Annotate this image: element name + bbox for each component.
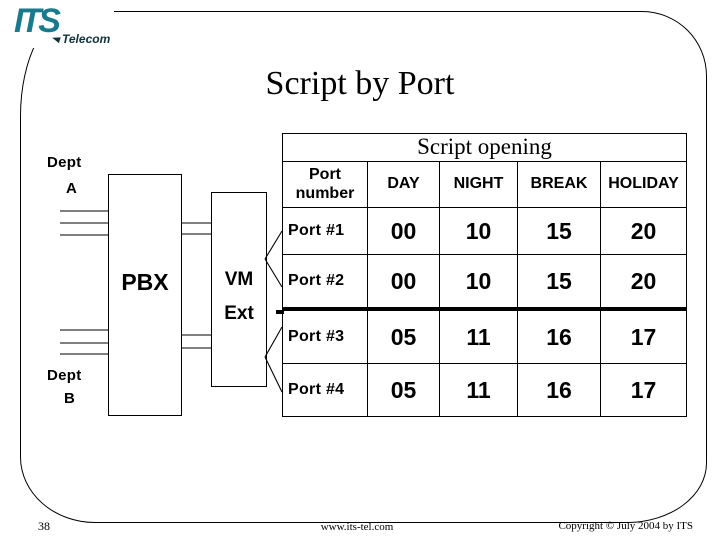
page-title: Script by Port <box>265 65 455 102</box>
ext-label: Ext <box>224 303 254 324</box>
dept-a-label: Dept <box>47 154 82 171</box>
vm-label: VM <box>224 269 254 290</box>
thick-rule-jut <box>276 310 284 314</box>
table-header-row: Port number DAY NIGHT BREAK HOLIDAY <box>282 161 688 208</box>
port-3-holiday: 17 <box>599 308 688 364</box>
logo-arrow-icon <box>51 34 61 44</box>
logo-brand-text: ITS <box>14 2 61 40</box>
pbx-box: PBX <box>108 174 182 416</box>
port-1-holiday: 20 <box>599 207 688 255</box>
port-4-day: 05 <box>367 363 440 417</box>
pbx-label: PBX <box>121 269 169 295</box>
port-3-day: 05 <box>367 308 440 364</box>
port-2-holiday: 20 <box>599 254 688 311</box>
footer-website: www.its-tel.com <box>320 521 394 533</box>
dept-a-letter: A <box>66 180 78 197</box>
table-row-port-4: Port #4 05 11 16 17 <box>282 363 688 417</box>
script-opening-table: Script opening Port number DAY NIGHT BRE… <box>281 133 688 417</box>
port-1-night: 10 <box>439 207 518 255</box>
table-title: Script opening <box>281 133 688 162</box>
port-2-night: 10 <box>439 254 518 311</box>
port-1-label: Port #1 <box>282 207 368 255</box>
table-title-row: Script opening <box>281 133 688 162</box>
its-telecom-logo: ITS Telecom <box>10 2 114 48</box>
vm-ext-box: VM Ext <box>211 192 267 387</box>
port-4-holiday: 17 <box>599 363 688 417</box>
port-2-break: 15 <box>517 254 601 311</box>
port-3-break: 16 <box>517 308 601 364</box>
logo-tagline-text: Telecom <box>62 32 111 46</box>
port-4-night: 11 <box>439 363 518 417</box>
col-header-night: NIGHT <box>439 161 518 208</box>
table-row-port-2: Port #2 00 10 15 20 <box>282 254 688 311</box>
col-header-day: DAY <box>367 161 440 208</box>
col-header-holiday: HOLIDAY <box>599 161 688 208</box>
dept-b-label: Dept <box>47 367 82 384</box>
port-4-label: Port #4 <box>282 363 368 417</box>
table-row-port-3: Port #3 05 11 16 17 <box>282 308 688 364</box>
slide-page-number: 38 <box>38 519 50 533</box>
col-header-port-number: Port number <box>282 161 368 208</box>
port-3-label: Port #3 <box>282 308 368 364</box>
port-3-night: 11 <box>439 308 518 364</box>
slide-border <box>20 11 707 523</box>
table-row-port-1: Port #1 00 10 15 20 <box>282 207 688 255</box>
footer-copyright: Copyright © July 2004 by ITS <box>558 520 693 532</box>
port-1-day: 00 <box>367 207 440 255</box>
port-1-break: 15 <box>517 207 601 255</box>
dept-b-letter: B <box>64 390 76 407</box>
port-2-label: Port #2 <box>282 254 368 311</box>
col-header-break: BREAK <box>517 161 601 208</box>
logo-tagline-row: Telecom <box>51 32 111 46</box>
port-2-day: 00 <box>367 254 440 311</box>
port-4-break: 16 <box>517 363 601 417</box>
